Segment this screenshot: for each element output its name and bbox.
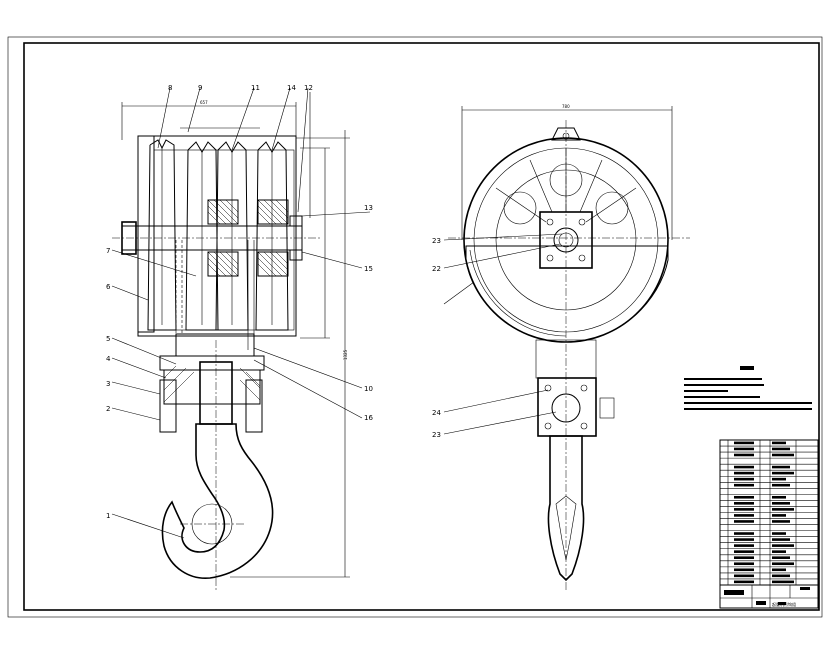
- parts-list-cell-text: [772, 520, 790, 523]
- sheave-1: [147, 139, 177, 331]
- parts-list-cell-text: [734, 465, 754, 469]
- parts-list-cell-text: [772, 483, 790, 487]
- parts-list-cell-text: [734, 544, 754, 547]
- parts-list-cell-text: [734, 483, 754, 487]
- parts-list-cell-text: [772, 447, 790, 451]
- part-label-6: 6: [106, 283, 111, 291]
- parts-list-cell-text: [734, 574, 754, 578]
- parts-list-cell-text: [734, 502, 754, 505]
- part-label-23-a: 23: [432, 237, 441, 245]
- parts-list-cell-text: [734, 495, 754, 499]
- parts-list-cell-text: [772, 465, 790, 469]
- parts-list-cell-text: [772, 538, 790, 541]
- parts-list-cell-text: [734, 514, 754, 517]
- part-label-13: 13: [364, 204, 373, 212]
- parts-list-cell-text: [772, 568, 786, 572]
- parts-list-cell-text: [772, 441, 786, 445]
- part-label-3: 3: [106, 380, 110, 388]
- parts-list-cell-text: [772, 471, 794, 475]
- parts-list-cell-text: [772, 495, 786, 499]
- technical-notes: [684, 366, 812, 410]
- left-leaders: [111, 87, 371, 539]
- part-label-5: 5: [106, 335, 110, 343]
- parts-list-cell-text: [772, 532, 786, 535]
- outer-border: [7, 36, 823, 618]
- part-label-14: 14: [287, 84, 296, 92]
- parts-list-cell-text: [734, 453, 754, 457]
- parts-list-cell-text: [734, 550, 754, 553]
- part-label-22: 22: [432, 265, 441, 273]
- parts-list-cell-text: [772, 574, 790, 578]
- parts-list-cell-text: [772, 477, 786, 481]
- hook: [161, 423, 274, 579]
- parts-list-cell-text: [772, 514, 786, 517]
- parts-list-cell-text: [772, 556, 790, 559]
- front-view: 780: [432, 104, 690, 590]
- svg-text:1325: 1325: [343, 349, 348, 360]
- parts-list-cell-text: [734, 556, 754, 559]
- parts-list-cell-text: [734, 477, 754, 481]
- sheave-3: [215, 141, 249, 331]
- parts-list-cell-text: [734, 447, 754, 451]
- sheave-4: [255, 141, 289, 331]
- bearings: [207, 199, 289, 277]
- svg-text:780: 780: [562, 104, 570, 109]
- part-label-23-b: 23: [432, 431, 441, 439]
- part-label-10: 10: [364, 385, 373, 393]
- side-section-view: 657 1325: [106, 84, 373, 590]
- svg-text:657: 657: [200, 100, 208, 105]
- title-block: 起重机吊钩组: [720, 584, 818, 608]
- part-label-9: 9: [198, 84, 202, 92]
- inner-border: [23, 42, 820, 611]
- part-label-24: 24: [432, 409, 441, 417]
- axle-plate: [539, 211, 593, 269]
- parts-list-cell-text: [772, 562, 794, 566]
- part-label-15: 15: [364, 265, 373, 273]
- parts-list-cell-text: [734, 441, 754, 445]
- hook-front: [547, 435, 585, 582]
- parts-list-cell-text: [772, 580, 794, 584]
- parts-list-cell-text: [734, 580, 754, 584]
- parts-list-cell-text: [734, 471, 754, 475]
- parts-list-cell-text: [772, 502, 790, 505]
- crosshead: [159, 333, 265, 590]
- part-label-12: 12: [304, 84, 313, 92]
- parts-list-cell-text: [772, 508, 794, 511]
- part-label-7: 7: [106, 247, 110, 255]
- parts-list-cell-text: [734, 568, 754, 572]
- parts-list-cell-text: [772, 550, 786, 553]
- part-label-16: 16: [364, 414, 373, 422]
- part-label-2: 2: [106, 405, 110, 413]
- part-label-4: 4: [106, 355, 111, 363]
- parts-list-cell-text: [734, 508, 754, 511]
- part-label-8: 8: [168, 84, 172, 92]
- sheave-2: [185, 141, 219, 331]
- parts-list-cell-text: [734, 532, 754, 535]
- parts-list-cell-text: [772, 453, 794, 457]
- parts-list-cell-text: [734, 562, 754, 566]
- parts-list-cell-text: [772, 544, 794, 547]
- part-label-1: 1: [106, 512, 110, 520]
- parts-list-cell-text: [734, 538, 754, 541]
- part-label-11: 11: [251, 84, 260, 92]
- parts-list: [719, 439, 819, 609]
- crosshead-plate: [537, 377, 597, 437]
- product-name: 起重机吊钩组: [772, 601, 796, 607]
- parts-list-cell-text: [734, 520, 754, 523]
